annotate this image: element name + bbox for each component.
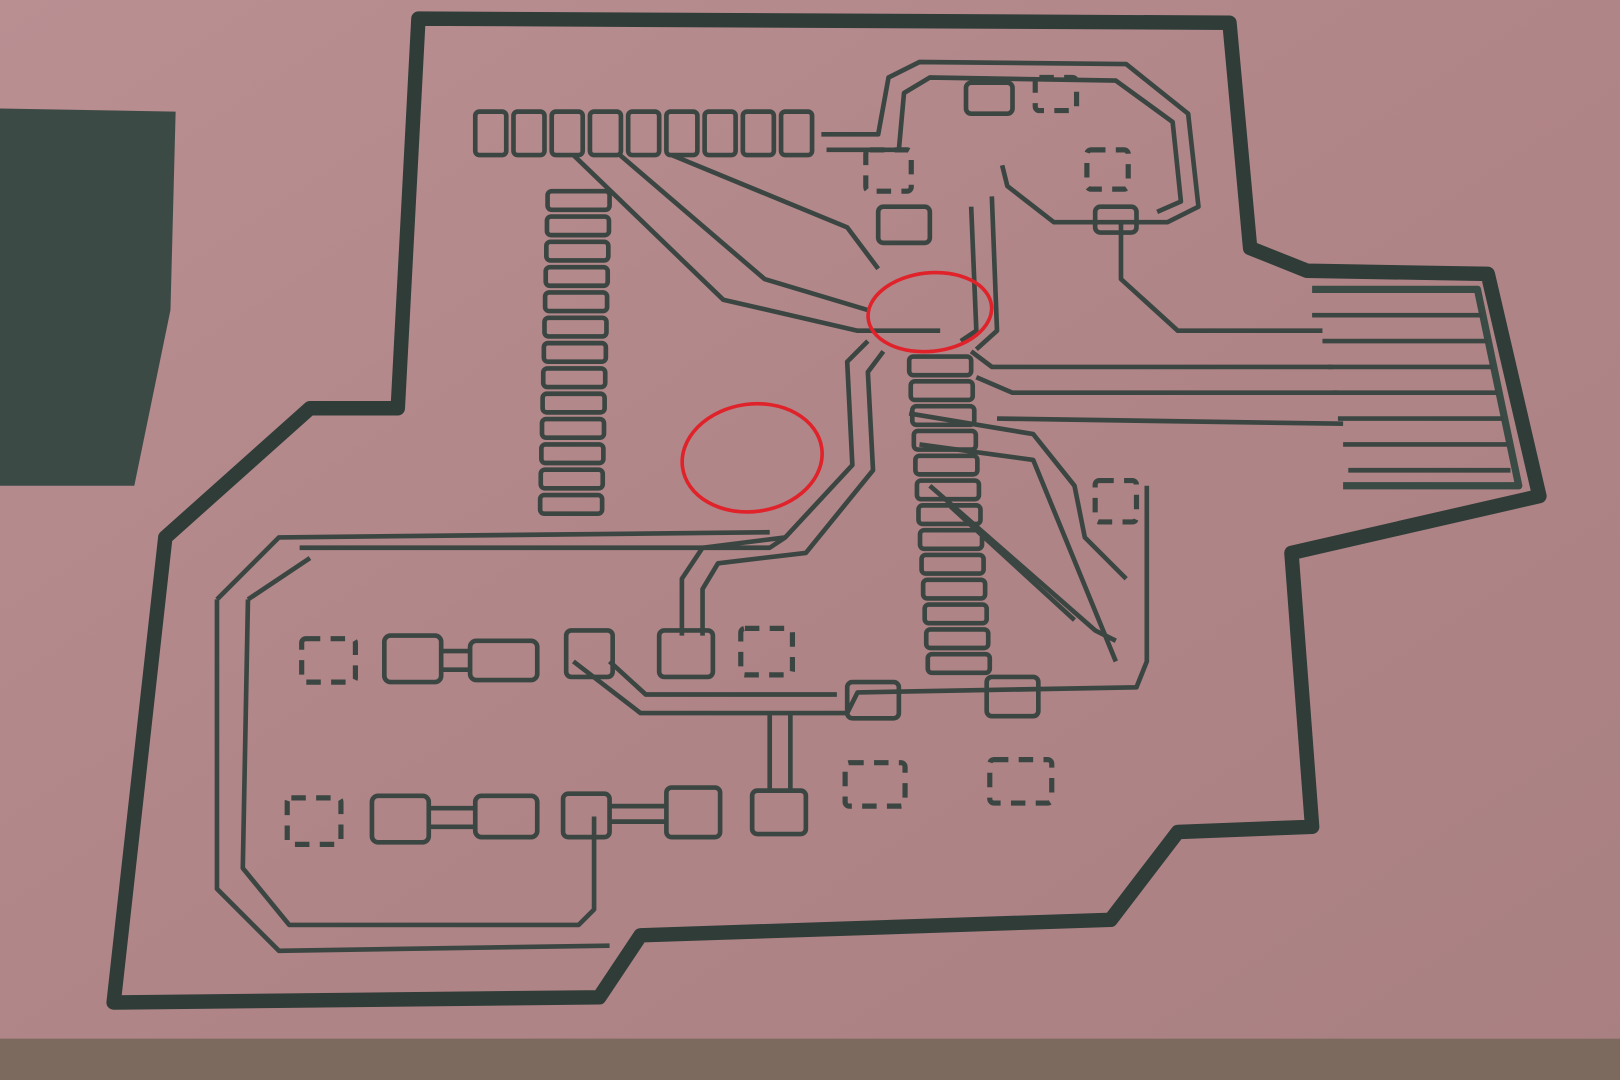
highlight-circle-1 xyxy=(866,270,994,354)
header-pad xyxy=(778,109,815,158)
header-pad xyxy=(511,109,547,158)
header-pad xyxy=(625,109,662,158)
ic-pad xyxy=(543,264,611,289)
ic-pad xyxy=(544,214,612,238)
ic-pad xyxy=(542,315,609,339)
ic-pad xyxy=(920,577,988,601)
ic-pad xyxy=(539,442,606,466)
ic-pad xyxy=(538,467,606,491)
ic-pad xyxy=(540,391,607,415)
header-pad xyxy=(740,109,777,158)
board-outline xyxy=(106,11,1547,1010)
ic-pad xyxy=(922,602,989,626)
ic-pad xyxy=(923,627,991,651)
ic-pad xyxy=(925,651,993,676)
ic-pad xyxy=(537,492,605,516)
ic-left-pads xyxy=(537,188,612,516)
highlight-circle-2 xyxy=(680,401,824,514)
header-pad xyxy=(549,109,586,158)
edge-connector xyxy=(1312,285,1523,490)
ic-pad xyxy=(540,366,608,390)
ic-pad xyxy=(913,453,980,477)
offcut-block xyxy=(0,108,176,486)
ic-pad xyxy=(539,416,607,441)
ic-pad xyxy=(908,379,976,403)
header-pad xyxy=(587,109,624,158)
header-pads xyxy=(472,109,815,158)
header-pad xyxy=(664,109,700,158)
header-pad xyxy=(702,109,738,158)
header-pad xyxy=(472,109,509,158)
ic-pad xyxy=(541,340,609,365)
ic-pad xyxy=(917,527,985,552)
ic-pad xyxy=(542,290,610,314)
components xyxy=(284,74,1140,847)
traces xyxy=(214,59,1344,954)
ic-pad xyxy=(919,552,986,576)
ic-pad xyxy=(906,354,974,378)
ic-pad xyxy=(545,188,612,213)
ic-pad xyxy=(544,239,611,263)
bottom-edge xyxy=(0,1038,1620,1080)
